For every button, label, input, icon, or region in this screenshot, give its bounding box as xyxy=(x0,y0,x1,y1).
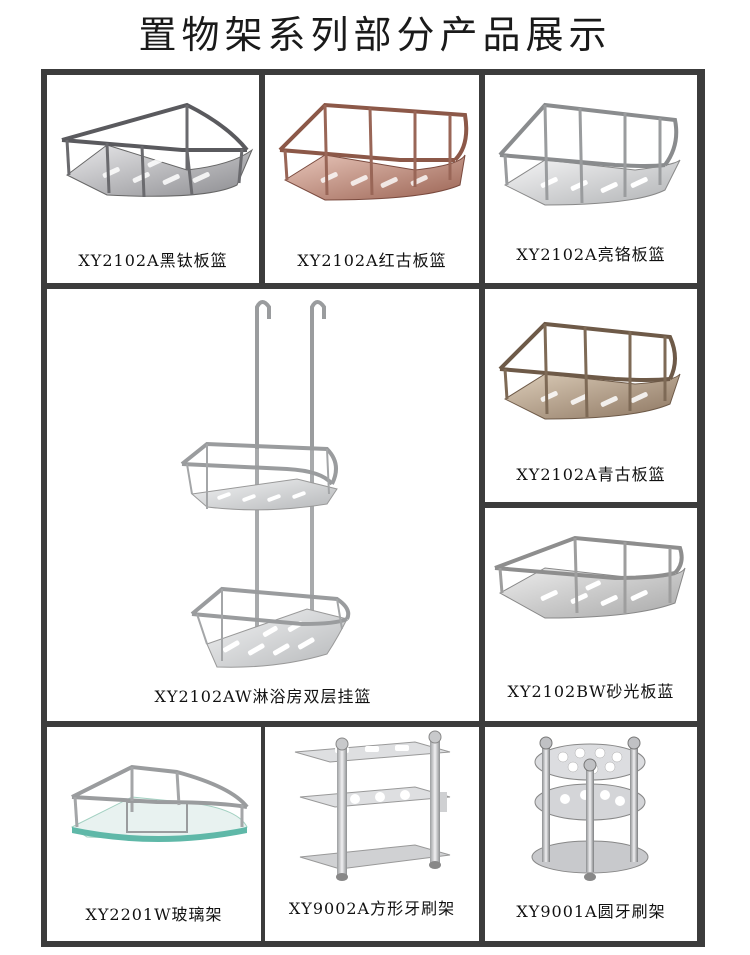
product-card-p3[interactable]: XY2102A亮铬板篮 xyxy=(485,75,697,283)
product-card-p8[interactable]: XY9002A方形牙刷架 xyxy=(265,727,479,941)
product-caption-p3: XY2102A亮铬板篮 xyxy=(516,245,666,264)
product-caption-p4: XY2102AW淋浴房双层挂篮 xyxy=(154,687,372,706)
corner-basket-icon xyxy=(494,535,686,619)
product-grid: XY2102A黑钛板篮 XY2102A红古 xyxy=(41,69,705,947)
product-caption-p5: XY2102A青古板篮 xyxy=(516,465,666,484)
page-title: 置物架系列部分产品展示 xyxy=(138,13,612,57)
product-caption-p6: XY2102BW砂光板蓝 xyxy=(507,682,675,701)
corner-basket-icon xyxy=(498,102,681,206)
product-card-p9[interactable]: XY9001A圆牙刷架 xyxy=(485,727,697,941)
product-card-p4[interactable]: XY2102AW淋浴房双层挂篮 xyxy=(47,289,479,721)
product-card-p2[interactable]: XY2102A红古板篮 xyxy=(265,75,479,283)
product-card-p1[interactable]: XY2102A黑钛板篮 xyxy=(47,75,259,283)
product-caption-p1: XY2102A黑钛板篮 xyxy=(78,251,228,270)
product-caption-p2: XY2102A红古板篮 xyxy=(297,251,447,270)
product-card-p5[interactable]: XY2102A青古板篮 xyxy=(485,289,697,502)
product-caption-p9: XY9001A圆牙刷架 xyxy=(516,902,666,921)
glass-corner-shelf-icon xyxy=(71,764,249,842)
round-toothbrush-holder-icon xyxy=(531,736,649,881)
square-toothbrush-holder-icon xyxy=(294,730,451,881)
corner-basket-icon xyxy=(61,102,254,198)
product-caption-p8: XY9002A方形牙刷架 xyxy=(288,899,456,918)
corner-basket-icon xyxy=(278,102,469,201)
product-card-p7[interactable]: XY2201W玻璃架 xyxy=(47,727,261,941)
product-caption-p7: XY2201W玻璃架 xyxy=(85,905,223,924)
product-card-p6[interactable]: XY2102BW砂光板蓝 xyxy=(485,508,697,721)
corner-basket-icon xyxy=(498,321,681,420)
double-hanging-basket-icon xyxy=(180,300,351,668)
